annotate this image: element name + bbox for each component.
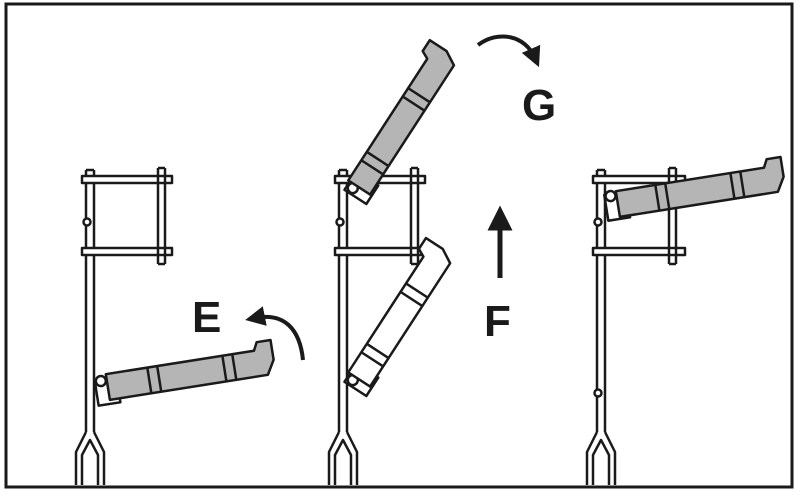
label-e: E <box>192 293 221 342</box>
panel-middle <box>327 34 541 485</box>
curved-arrow-right-icon <box>476 34 541 68</box>
label-g: G <box>522 81 556 130</box>
curved-arrow-left-icon <box>245 306 305 361</box>
mast-right <box>585 168 617 485</box>
unit-mounted <box>603 155 785 222</box>
panel-left <box>74 166 305 485</box>
label-f: F <box>484 297 511 346</box>
unit-raised-top <box>343 38 456 206</box>
mast-middle <box>327 168 359 485</box>
panel-right <box>585 155 785 485</box>
mast-left <box>74 168 106 485</box>
frame-border <box>4 2 794 489</box>
unit-lifting-outline <box>343 236 452 398</box>
unit-lowered <box>93 338 275 407</box>
clamp-bracket-left <box>80 166 174 266</box>
